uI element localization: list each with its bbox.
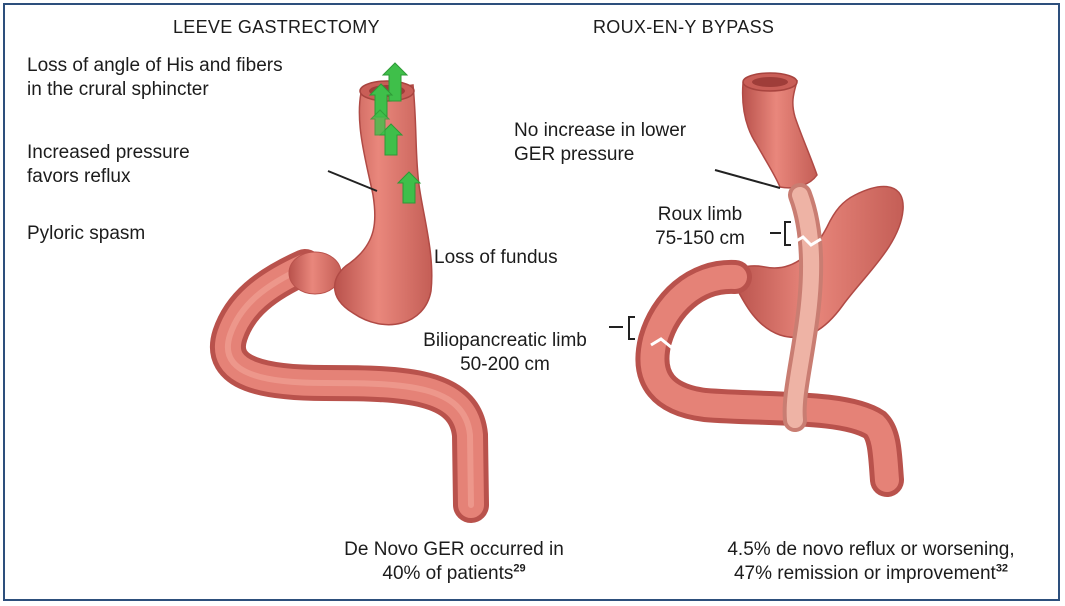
bypass-heading: ROUX-EN-Y BYPASS: [593, 17, 775, 37]
roux-limb-line1: Roux limb: [657, 204, 743, 225]
no-increase-line1: No increase in lower: [514, 120, 687, 141]
sleeve-stomach-drawing: [210, 62, 489, 523]
bypass-outcome-text: 47% remission or improvement: [733, 563, 996, 584]
bilio-limb-bracket: [609, 316, 635, 340]
roux-break-mark: [792, 235, 822, 247]
bypass-drawing: [635, 72, 904, 497]
increased-pressure-line1: Increased pressure: [27, 142, 190, 163]
anatomy-illustration: [210, 62, 904, 523]
no-increase-label: No increase in lower GER pressure: [514, 119, 686, 167]
biliopancreatic-limb-label: Biliopancreatic limb 50-200 cm: [407, 329, 603, 377]
sleeve-reference: 29: [513, 562, 526, 575]
roux-limb-line2: 75-150 cm: [655, 228, 745, 249]
ger-pressure-leader-line: [714, 169, 781, 189]
increased-pressure-label: Increased pressure favors reflux: [27, 141, 190, 189]
sleeve-outcome-line1: De Novo GER occurred in: [344, 539, 564, 560]
roux-limb-bracket: [770, 221, 791, 246]
sleeve-outcome-label: De Novo GER occurred in 40% of patients2…: [323, 538, 585, 586]
figure-frame: LEEVE GASTRECTOMY Loss of angle of His a…: [3, 3, 1060, 601]
pressure-leader-line: [327, 170, 378, 192]
no-increase-line2: GER pressure: [514, 144, 635, 165]
sleeve-outcome-text: 40% of patients: [382, 563, 514, 584]
bypass-outcome-line2: 47% remission or improvement32: [688, 562, 1054, 586]
angle-of-his-line2: in the crural sphincter: [27, 79, 209, 100]
angle-of-his-label: Loss of angle of His and fibers in the c…: [27, 54, 283, 102]
biliopancreatic-line1: Biliopancreatic limb: [423, 330, 587, 351]
sleeve-heading: LEEVE GASTRECTOMY: [173, 17, 380, 37]
gastric-pouch: [741, 80, 818, 189]
roux-limb-label: Roux limb 75-150 cm: [635, 203, 765, 251]
loss-of-fundus-label: Loss of fundus: [434, 247, 558, 268]
increased-pressure-line2: favors reflux: [27, 166, 131, 187]
reflux-arrows: [368, 62, 422, 204]
pyloric-spasm-label: Pyloric spasm: [27, 223, 146, 244]
bilio-break-mark: [650, 337, 682, 349]
angle-of-his-line1: Loss of angle of His and fibers: [27, 55, 283, 76]
sleeve-outcome-line2: 40% of patients29: [323, 562, 585, 586]
bypass-outcome-label: 4.5% de novo reflux or worsening, 47% re…: [688, 538, 1054, 586]
bypass-reference: 32: [995, 562, 1009, 575]
biliopancreatic-line2: 50-200 cm: [460, 354, 550, 375]
bypass-outcome-line1: 4.5% de novo reflux or worsening,: [727, 539, 1015, 560]
